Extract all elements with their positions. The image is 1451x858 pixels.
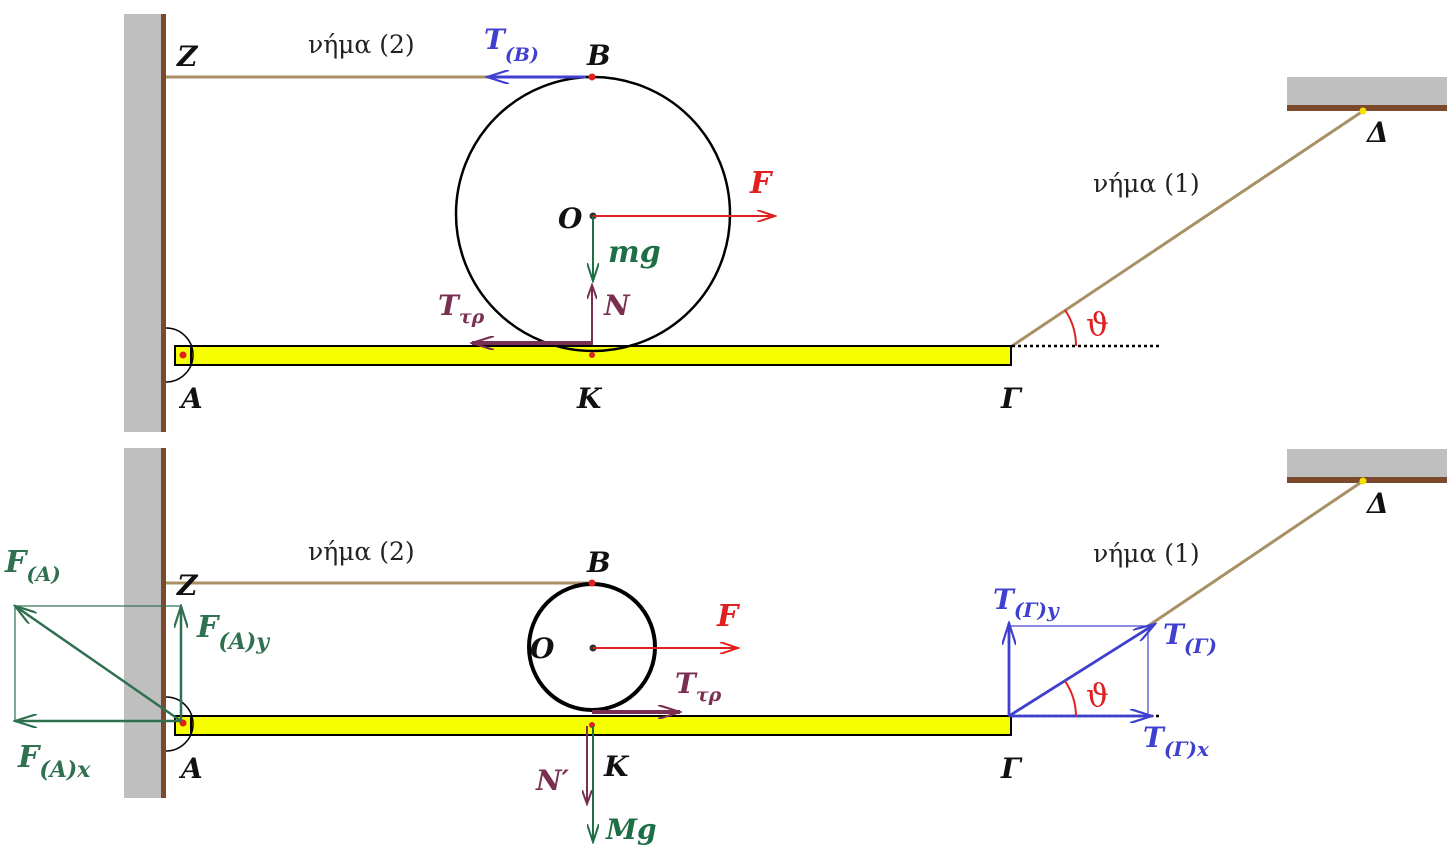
point-B-dot bbox=[588, 73, 596, 81]
wall bbox=[124, 448, 164, 798]
label-T-friction-main: T bbox=[675, 667, 698, 700]
point-D-dot bbox=[1359, 477, 1367, 485]
label-O: O bbox=[530, 632, 555, 665]
string-1 bbox=[1011, 109, 1364, 348]
wall-edge bbox=[161, 14, 166, 432]
angle-arc bbox=[1064, 680, 1077, 717]
label-F: F bbox=[716, 599, 741, 634]
label-string-1: νήμα (1) bbox=[1093, 539, 1200, 568]
string-1 bbox=[1147, 479, 1364, 628]
label-T-B: T(B) bbox=[484, 23, 539, 66]
label-Z: Z bbox=[176, 40, 199, 73]
hinge-box bbox=[174, 345, 192, 366]
label-O: O bbox=[558, 202, 583, 235]
label-N-prime: N′ bbox=[535, 764, 570, 797]
wall-edge bbox=[161, 448, 166, 798]
label-F-A-y-main: F bbox=[196, 610, 221, 645]
label-T-G-x-main: T bbox=[1143, 721, 1166, 754]
label-T-G-sub: (Γ) bbox=[1184, 634, 1217, 658]
ceiling-edge bbox=[1287, 105, 1447, 111]
wall bbox=[124, 14, 164, 432]
point-K-dot bbox=[589, 352, 595, 358]
label-T-G-main: T bbox=[1163, 618, 1186, 651]
label-T-G: T(Γ) bbox=[1163, 618, 1217, 658]
label-F-A-x-sub: (A)x bbox=[39, 757, 91, 783]
label-T-friction-main: T bbox=[438, 289, 461, 322]
label-string-2: νήμα (2) bbox=[308, 30, 415, 59]
label-F-A-x-main: F bbox=[17, 740, 42, 775]
label-Gamma: Γ bbox=[1000, 752, 1023, 785]
label-T-B-main: T bbox=[484, 23, 507, 56]
top-diagram: Z B O A K Γ Δ νήμα (2) νήμα (1) T(B) F m… bbox=[124, 14, 1447, 432]
force-A-arrow bbox=[15, 606, 182, 723]
label-T-friction: Tτρ bbox=[438, 289, 485, 328]
label-theta: ϑ bbox=[1086, 676, 1109, 714]
label-T-G-x: T(Γ)x bbox=[1143, 721, 1210, 761]
label-B: B bbox=[586, 39, 611, 72]
label-Mg: Mg bbox=[605, 813, 657, 846]
hinge-box bbox=[174, 715, 192, 736]
label-Z: Z bbox=[176, 569, 199, 602]
ceiling-edge bbox=[1287, 477, 1447, 483]
label-T-B-sub: (B) bbox=[505, 44, 539, 66]
tension-G-arrow bbox=[1008, 624, 1155, 718]
label-theta: ϑ bbox=[1086, 305, 1109, 343]
hinge-arc bbox=[165, 696, 194, 752]
label-Delta: Δ bbox=[1365, 487, 1389, 520]
label-A: A bbox=[178, 382, 203, 415]
hinge-dot bbox=[179, 351, 187, 359]
label-K: K bbox=[576, 382, 603, 415]
label-F-A-main: F bbox=[4, 545, 29, 580]
label-B: B bbox=[586, 546, 611, 579]
label-F-A-y-sub: (A)y bbox=[218, 629, 271, 655]
point-B-dot bbox=[588, 579, 596, 587]
label-T-friction-sub: τρ bbox=[696, 684, 722, 706]
label-F-A-x: F(A)x bbox=[17, 740, 91, 783]
label-T-G-x-sub: (Γ)x bbox=[1164, 737, 1210, 761]
label-T-friction-sub: τρ bbox=[459, 306, 485, 328]
label-mg: mg bbox=[608, 235, 661, 270]
hinge-arc bbox=[165, 327, 194, 383]
label-T-G-y-main: T bbox=[993, 583, 1016, 616]
label-A: A bbox=[178, 752, 203, 785]
label-string-1: νήμα (1) bbox=[1093, 169, 1200, 198]
label-Delta: Δ bbox=[1365, 116, 1389, 149]
label-Gamma: Γ bbox=[1000, 382, 1023, 415]
bottom-diagram: Z B O A K Γ Δ νήμα (2) νήμα (1) F(A) F(A… bbox=[4, 448, 1447, 846]
label-F-A-sub: (A) bbox=[26, 562, 60, 586]
point-D-dot bbox=[1359, 107, 1367, 115]
label-F-A: F(A) bbox=[4, 545, 61, 586]
label-F: F bbox=[749, 166, 774, 201]
label-T-G-y-sub: (Γ)y bbox=[1014, 598, 1060, 622]
ceiling-support bbox=[1287, 77, 1447, 105]
label-F-A-y: F(A)y bbox=[196, 610, 271, 655]
label-N: N bbox=[603, 289, 631, 322]
label-K: K bbox=[603, 750, 630, 783]
label-T-friction: Tτρ bbox=[675, 667, 722, 706]
ceiling-support bbox=[1287, 449, 1447, 477]
angle-arc bbox=[1064, 309, 1078, 347]
label-string-2: νήμα (2) bbox=[308, 537, 415, 566]
label-T-G-y: T(Γ)y bbox=[993, 583, 1060, 622]
